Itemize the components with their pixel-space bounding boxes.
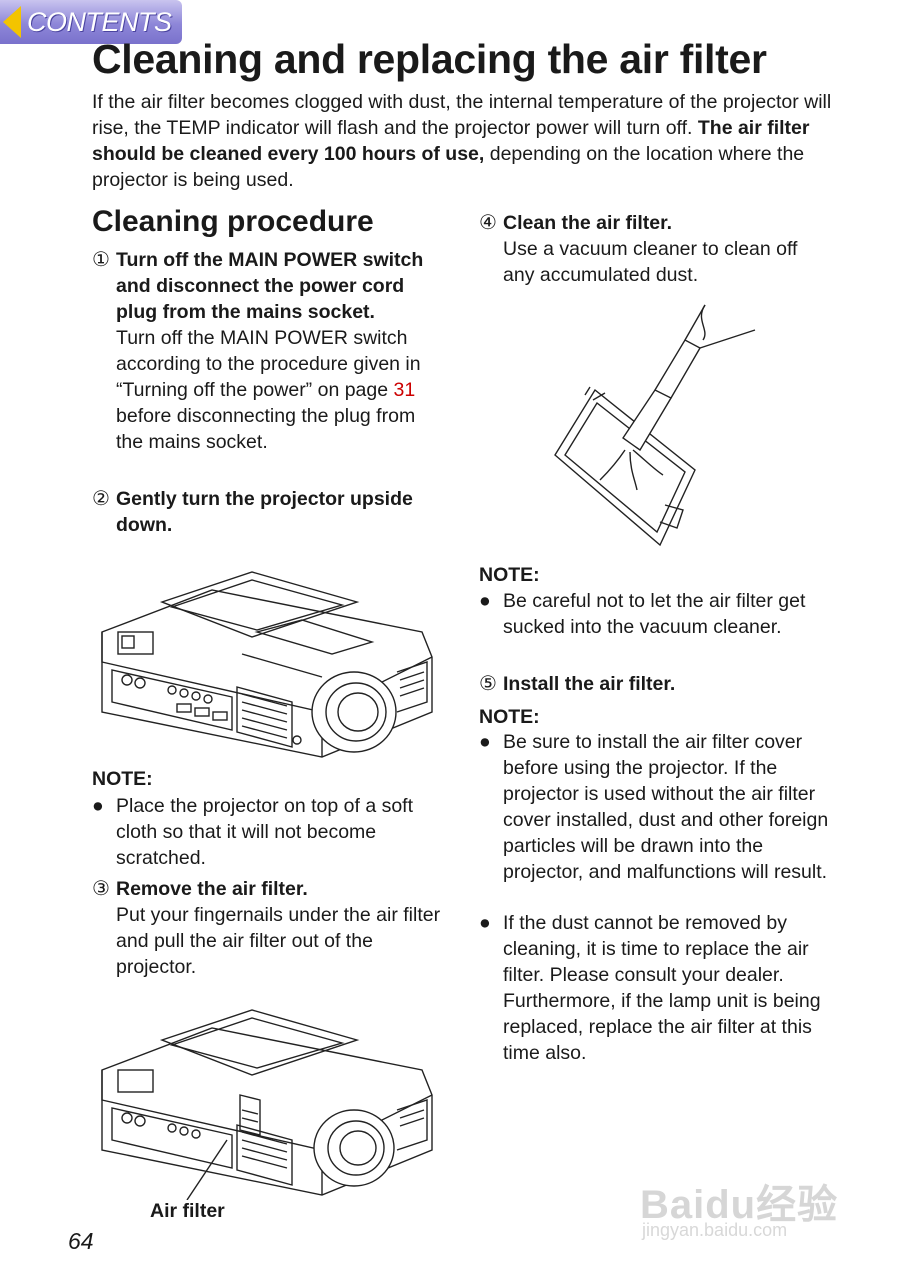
step-number: ③ (92, 878, 110, 900)
section-title: Cleaning procedure (92, 205, 374, 238)
bullet-icon: ● (479, 590, 491, 612)
intro-bold: The air filter should be cleaned every 1… (92, 117, 810, 165)
bullet-icon: ● (92, 795, 104, 817)
step-number: ② (92, 488, 110, 510)
page-title: Cleaning and replacing the air filter (92, 36, 767, 82)
step-number: ⑤ (479, 673, 497, 695)
step-text-part: before disconnecting the plug from the m… (116, 405, 416, 453)
note-text: Place the projector on top of a soft clo… (116, 795, 414, 869)
intro-text-2: depending on the location where the proj… (92, 143, 805, 191)
page-reference-link[interactable]: 31 (393, 379, 416, 401)
bullet-icon: ● (479, 912, 491, 934)
contents-label: CONTENTS (27, 6, 172, 37)
page-number: 64 (68, 1228, 94, 1254)
step-number: ① (92, 249, 110, 271)
step-title: Clean the air filter. (503, 212, 673, 234)
step-title: Turn off the MAIN POWER switch and disco… (116, 249, 424, 323)
watermark-logo: Baidu经验 (640, 1183, 839, 1227)
step-2: ② Gently turn the projector upside down. (92, 486, 442, 538)
note-item: ● Place the projector on top of a soft c… (92, 793, 442, 871)
step-text: Use a vacuum cleaner to clean off any ac… (503, 238, 798, 286)
step-title: Gently turn the projector upside down. (116, 488, 413, 536)
step-5: ⑤ Install the air filter. (479, 671, 829, 697)
note-heading: NOTE: (479, 564, 540, 586)
step-text: Put your fingernails under the air filte… (116, 904, 441, 978)
air-filter-removal-illustration (101, 1009, 433, 1200)
step-3: ③ Remove the air filter. Put your finger… (92, 876, 442, 980)
note-item: ● If the dust cannot be removed by clean… (479, 910, 834, 1066)
back-arrow-icon (3, 6, 21, 38)
step-title: Remove the air filter. (116, 878, 308, 900)
step-1: ① Turn off the MAIN POWER switch and dis… (92, 247, 442, 455)
step-text: Turn off the MAIN POWER switch according… (116, 325, 442, 455)
intro-paragraph: If the air filter becomes clogged with d… (92, 89, 832, 193)
watermark-url: jingyan.baidu.com (642, 1220, 788, 1240)
step-text-part: Turn off the MAIN POWER switch according… (116, 327, 421, 401)
step-4: ④ Clean the air filter. Use a vacuum cle… (479, 210, 829, 288)
intro-text-1: If the air filter becomes clogged with d… (92, 91, 832, 139)
note-text: Be careful not to let the air filter get… (503, 590, 806, 638)
vacuum-cleaning-illustration (554, 304, 756, 547)
contents-button[interactable]: CONTENTS (0, 0, 182, 44)
note-text: If the dust cannot be removed by cleanin… (503, 912, 821, 1064)
step-title: Install the air filter. (503, 673, 676, 695)
bullet-icon: ● (479, 731, 491, 753)
note-heading: NOTE: (92, 768, 153, 790)
note-text: Be sure to install the air filter cover … (503, 731, 829, 883)
note-heading: NOTE: (479, 706, 540, 728)
figure-caption: Air filter (150, 1200, 225, 1222)
note-item: ● Be sure to install the air filter cove… (479, 729, 834, 885)
step-number: ④ (479, 212, 497, 234)
projector-upside-down-illustration (101, 571, 433, 758)
note-item: ● Be careful not to let the air filter g… (479, 588, 819, 640)
